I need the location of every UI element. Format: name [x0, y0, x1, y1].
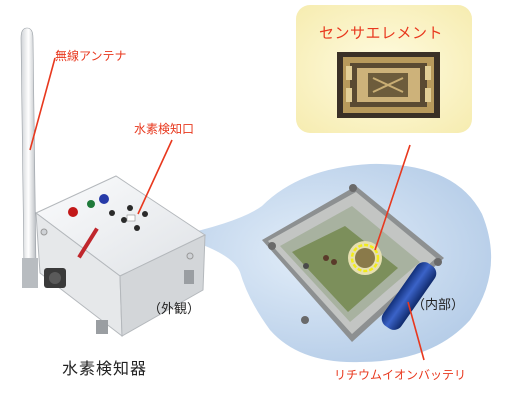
sensor-element-photo [337, 52, 440, 118]
detection-port-leader [137, 139, 173, 215]
antenna-leader [29, 57, 56, 151]
leader-lines [29, 57, 425, 361]
antenna-label: 無線アンテナ [55, 49, 127, 63]
sensor-element-callout [296, 5, 472, 133]
battery-label: リチウムイオンバッテリ [334, 368, 467, 382]
antenna-icon [20, 27, 38, 288]
detection-port-label: 水素検知口 [134, 122, 195, 136]
sensor-element-leader [374, 144, 411, 251]
device-interior-photo [262, 184, 444, 342]
device-caption: 水素検知器 [62, 359, 148, 378]
battery-cell [381, 262, 437, 330]
exterior-label: （外観） [148, 302, 201, 317]
interior-label: （内部） [412, 298, 465, 313]
battery-leader [407, 301, 425, 361]
sensor-element-label: センサエレメント [319, 24, 444, 42]
device-exterior-photo [35, 175, 207, 338]
